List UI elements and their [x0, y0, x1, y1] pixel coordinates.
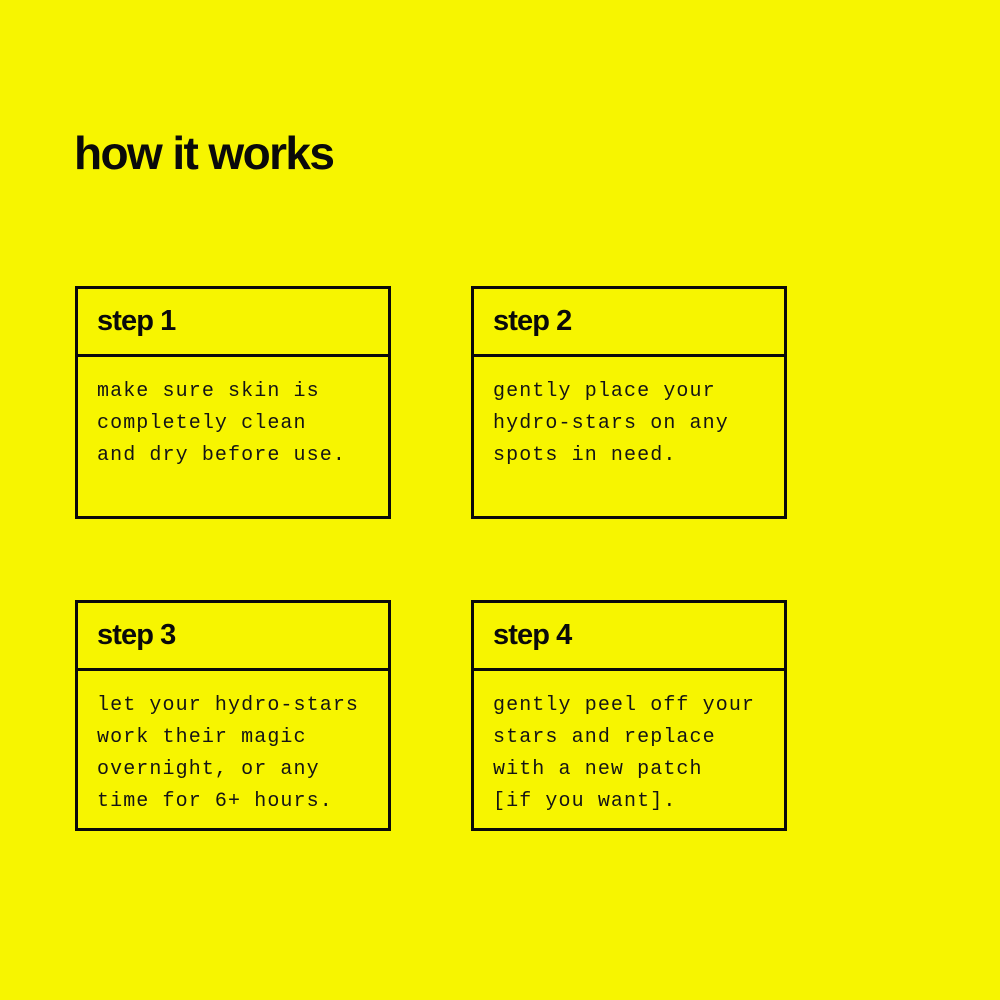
steps-grid: step 1 make sure skin is completely clea…: [75, 286, 787, 831]
step-card-3-line: overnight, or any: [97, 758, 320, 781]
step-card-4-line: with a new patch: [493, 758, 703, 781]
step-card-2-label: step 2: [493, 305, 572, 337]
step-card-2-line: spots in need.: [493, 444, 677, 467]
page-title: how it works: [74, 126, 335, 179]
step-card-1: step 1 make sure skin is completely clea…: [75, 286, 391, 519]
step-card-2-header: step 2: [474, 289, 784, 357]
step-card-3-body: let your hydro-stars work their magic ov…: [78, 671, 388, 828]
step-card-1-line: and dry before use.: [97, 444, 346, 467]
step-card-1-body: make sure skin is completely clean and d…: [78, 357, 388, 516]
step-card-1-label: step 1: [97, 305, 176, 337]
step-card-4-header: step 4: [474, 603, 784, 671]
step-card-2-line: hydro-stars on any: [493, 412, 729, 435]
step-card-1-line: completely clean: [97, 412, 307, 435]
step-card-4-body: gently peel off your stars and replace w…: [474, 671, 784, 828]
step-card-3-line: let your hydro-stars: [97, 694, 360, 717]
step-card-2-line: gently place your: [493, 380, 716, 403]
step-card-2-body: gently place your hydro-stars on any spo…: [474, 357, 784, 516]
step-card-4-label: step 4: [493, 619, 572, 651]
step-card-4: step 4 gently peel off your stars and re…: [471, 600, 787, 831]
step-card-4-line: gently peel off your: [493, 694, 756, 717]
step-card-3-header: step 3: [78, 603, 388, 671]
step-card-4-line: [if you want].: [493, 790, 677, 813]
step-card-1-line: make sure skin is: [97, 380, 320, 403]
step-card-1-header: step 1: [78, 289, 388, 357]
step-card-4-line: stars and replace: [493, 726, 716, 749]
step-card-2: step 2 gently place your hydro-stars on …: [471, 286, 787, 519]
step-card-3-line: time for 6+ hours.: [97, 790, 333, 813]
step-card-3-line: work their magic: [97, 726, 307, 749]
step-card-3-label: step 3: [97, 619, 176, 651]
step-card-3: step 3 let your hydro-stars work their m…: [75, 600, 391, 831]
